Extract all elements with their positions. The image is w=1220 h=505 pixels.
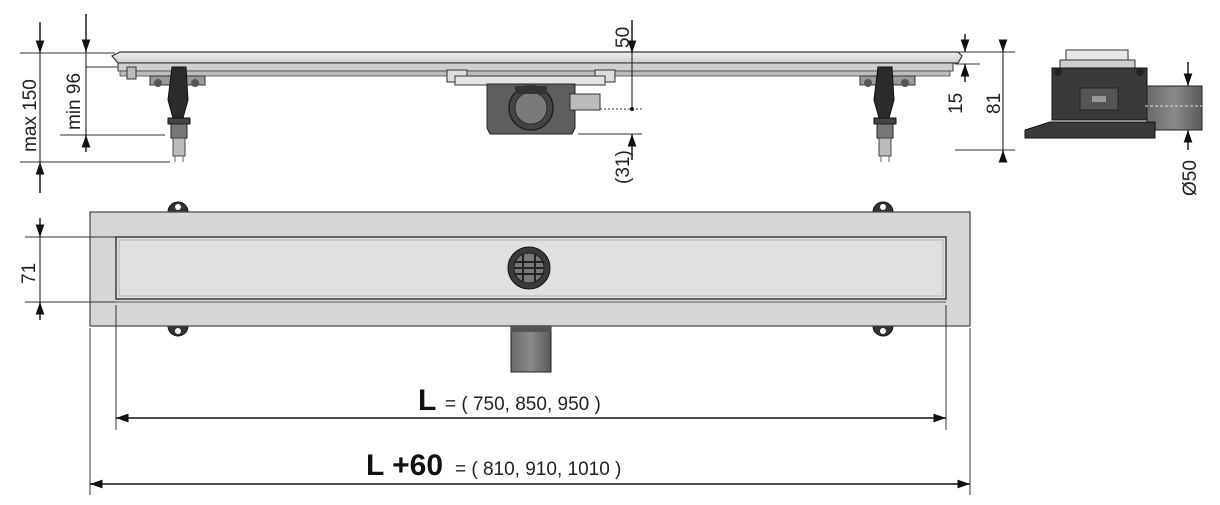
flange-label: 15: [946, 93, 967, 114]
outlet-dimension: 50 (31): [578, 20, 642, 184]
side-view: max 150 min 96: [20, 14, 1015, 193]
max-height-label: max 150: [20, 79, 41, 152]
end-view: Ø50: [1024, 49, 1203, 196]
height-label: 81: [984, 93, 1005, 114]
outlet-pipe: [510, 325, 552, 373]
width-dimension: 71: [19, 218, 116, 320]
outlet-diameter-label: Ø50: [1180, 160, 1201, 196]
min-height-label: min 96: [64, 73, 85, 130]
overall-length-dimension: L +60 = ( 810, 910, 1010 ): [89, 328, 971, 495]
left-adjustable-foot: [126, 66, 206, 162]
outlet-grate-icon: [507, 246, 551, 290]
top-offset-label: 50: [613, 27, 634, 48]
width-label: 71: [19, 263, 40, 284]
length-symbol: L: [418, 384, 436, 417]
right-height-dimensions: 15 81: [946, 34, 1015, 163]
outlet-depth-label: (31): [613, 150, 634, 184]
outlet-diameter-dimension: Ø50: [1180, 62, 1201, 196]
overall-symbol: L +60: [366, 449, 443, 482]
length-values: = ( 750, 850, 950 ): [445, 394, 601, 415]
outlet-siphon-side: [446, 69, 616, 135]
channel-side-profile: [111, 51, 963, 77]
overall-values: = ( 810, 910, 1010 ): [455, 459, 621, 480]
right-adjustable-foot: [859, 66, 916, 162]
min-height-dimension: min 96: [60, 14, 165, 152]
length-dimension: L = ( 750, 850, 950 ): [115, 305, 947, 430]
max-height-dimension: max 150: [20, 22, 170, 193]
top-view: 71: [19, 201, 971, 373]
